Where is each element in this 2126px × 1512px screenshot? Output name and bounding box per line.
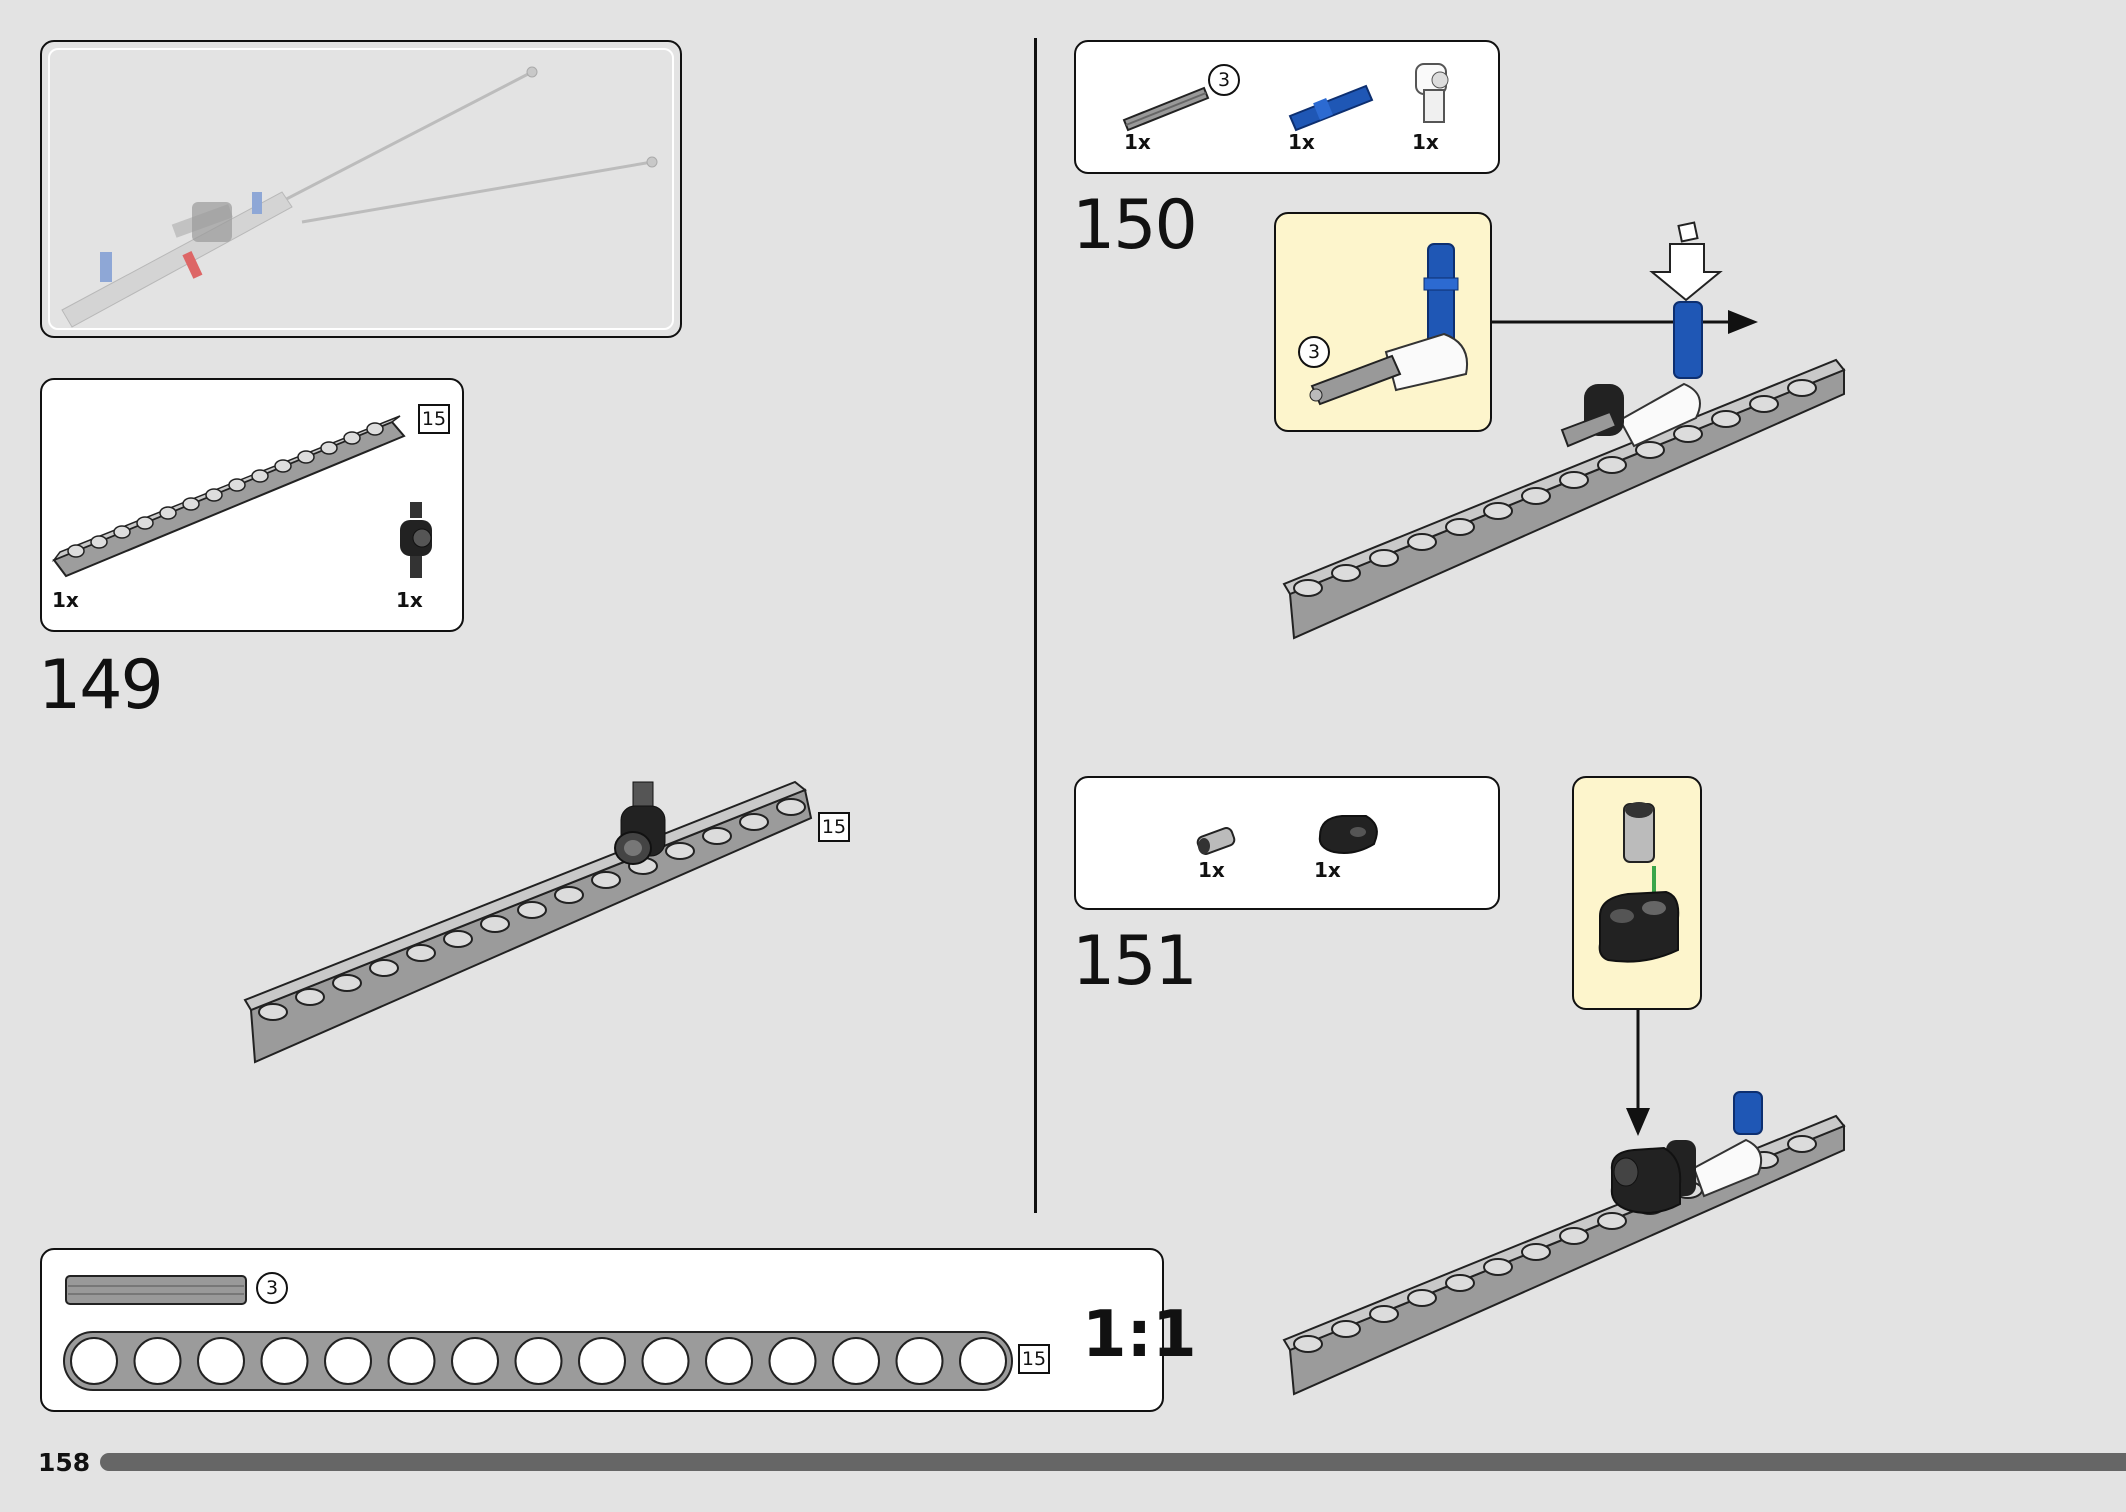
step-149-model-illustration <box>243 780 813 1064</box>
axle-qty-label: 1x <box>1124 130 1151 154</box>
step-151-model-illustration <box>1282 1091 1846 1396</box>
axle-3-size-badge: 3 <box>1208 64 1240 96</box>
beam-15-reference-icon <box>63 1331 1013 1391</box>
beam-size-badge: 15 <box>418 404 450 434</box>
axle-pin-connector-part-icon <box>400 502 432 578</box>
step-150-model-illustration <box>1282 221 1846 640</box>
overview-box <box>40 40 682 338</box>
step-150-callout: 3 <box>1274 212 1492 432</box>
axle-3-reference-icon <box>65 1275 247 1305</box>
bush-pin-part-icon <box>1196 827 1236 855</box>
step-150-number: 150 <box>1072 186 1198 265</box>
beam-15-part-icon <box>51 415 406 578</box>
callout-150-subassembly-illustration <box>1309 243 1468 406</box>
step-149-model-size-badge: 15 <box>818 812 850 842</box>
page-number: 158 <box>38 1448 91 1477</box>
reference-beam-size-badge: 15 <box>1018 1344 1050 1374</box>
double-connector-qty-label: 1x <box>1314 858 1341 882</box>
axle-3-part-icon <box>1122 86 1210 132</box>
callout-151-subassembly-illustration <box>1598 802 1680 963</box>
blue-pin-qty-label: 1x <box>1288 130 1315 154</box>
step-150-parts-box: 3 1x 1x 1x <box>1074 40 1500 174</box>
bush-pin-qty-label: 1x <box>1198 858 1225 882</box>
blue-pin-part-icon <box>1288 84 1374 132</box>
connector-qty-label: 1x <box>396 588 423 612</box>
white-angle-connector-part-icon <box>1415 63 1449 123</box>
scale-label: 1:1 <box>1082 1298 1197 1372</box>
step-149-number: 149 <box>38 646 164 725</box>
page-divider <box>1034 38 1037 1213</box>
scale-reference-box: 3 15 1:1 <box>40 1248 1197 1412</box>
reference-axle-size-badge: 3 <box>256 1272 288 1304</box>
callout-150-size-badge: 3 <box>1298 336 1330 368</box>
page-progress-bar <box>100 1453 2126 1471</box>
step-151-number: 151 <box>1072 922 1198 1001</box>
step-151-callout <box>1572 776 1702 1010</box>
overview-inner-frame <box>48 48 674 330</box>
faded-assembly-illustration <box>61 66 658 328</box>
angle-connector-qty-label: 1x <box>1412 130 1439 154</box>
step-149-parts-box: 15 1x 1x <box>40 378 464 632</box>
callout-151-arrow <box>1626 1010 1650 1136</box>
step-151-parts-box: 1x 1x <box>1074 776 1500 910</box>
black-double-connector-part-icon <box>1318 815 1378 854</box>
beam-qty-label: 1x <box>52 588 79 612</box>
